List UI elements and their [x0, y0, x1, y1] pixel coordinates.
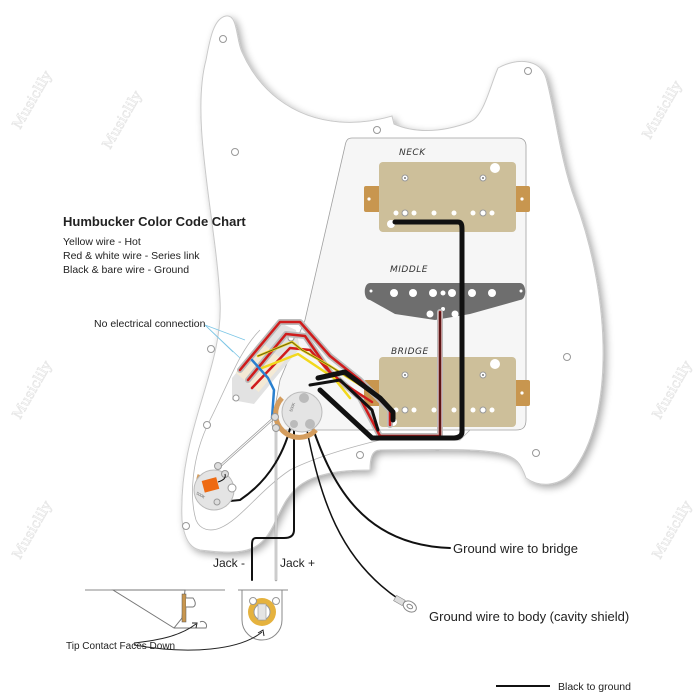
tone-ground-wire: [219, 419, 293, 503]
color-code-chart-title: Humbucker Color Code Chart: [63, 214, 246, 229]
jack-side-view: [85, 589, 225, 629]
watermark: Musiclily: [10, 498, 56, 562]
screw-hole: [231, 148, 239, 156]
jack-plus-label: Jack +: [280, 556, 315, 570]
volume-pot: 500K: [271, 391, 323, 440]
middle-single-coil: MIDDLE: [364, 265, 526, 320]
tip-contact: [174, 621, 207, 629]
black-ground-wire: [308, 378, 380, 432]
watermark: Musiclily: [650, 358, 696, 422]
blue-wire: [250, 358, 276, 420]
watermark: Musiclily: [10, 358, 56, 422]
yellow-wire: [260, 352, 352, 400]
black-ground-wire: [317, 219, 465, 441]
bridge-label: BRIDGE: [391, 347, 429, 357]
leader-lines: [204, 324, 246, 359]
middle-baseplate: [364, 283, 526, 320]
color-code-line: Red & white wire - Series link: [63, 250, 200, 262]
control-cavity-outline: [192, 329, 471, 531]
volume-pot-label: 500K: [288, 402, 296, 413]
ring-terminal: [393, 594, 417, 613]
screw-hole: [524, 67, 532, 75]
watermark: Musiclily: [650, 498, 696, 562]
wires: [216, 219, 465, 601]
black-ground-wire: [315, 369, 396, 423]
middle-label: MIDDLE: [390, 265, 428, 275]
screw-hole: [373, 126, 381, 134]
neck-humbucker: NECK: [364, 148, 530, 232]
watermark: Musiclily: [10, 68, 56, 132]
ground-body-note: Ground wire to body (cavity shield): [429, 609, 629, 624]
screw-hole: [203, 421, 211, 429]
color-code-line: Yellow wire - Hot: [63, 236, 141, 248]
neck-tab-left: [364, 186, 382, 212]
screw-hole: [219, 35, 227, 43]
black-to-ground-label: Black to ground: [558, 681, 631, 693]
tone-pot-label: 500K: [196, 491, 207, 500]
watermark: Musiclily: [100, 88, 146, 152]
color-code-line: Black & bare wire - Ground: [63, 264, 189, 276]
screw-hole: [563, 353, 571, 361]
bridge-humbucker: BRIDGE: [364, 347, 530, 427]
screw-hole: [207, 345, 215, 353]
no-connection-note: No electrical connection: [94, 318, 206, 330]
screw-hole: [182, 522, 190, 530]
tone-pot: 500K: [193, 462, 237, 511]
ground-wire-bridge: [309, 419, 451, 549]
screw-holes: [182, 35, 571, 530]
screw-hole: [532, 449, 540, 457]
watermark: Musiclily: [640, 78, 686, 142]
tip-contact-note: Tip Contact Faces Down: [66, 641, 175, 652]
ground-bridge-note: Ground wire to bridge: [453, 541, 578, 556]
ground-wire-body: [304, 419, 401, 601]
capacitor: [201, 477, 220, 493]
neck-label: NECK: [399, 148, 426, 158]
jack-minus-wire: [251, 423, 295, 581]
jack-minus-label: Jack -: [213, 556, 245, 570]
tip-contact-arrows: [133, 622, 265, 651]
screw-hole: [356, 451, 364, 459]
jack-end-view: [238, 589, 288, 641]
